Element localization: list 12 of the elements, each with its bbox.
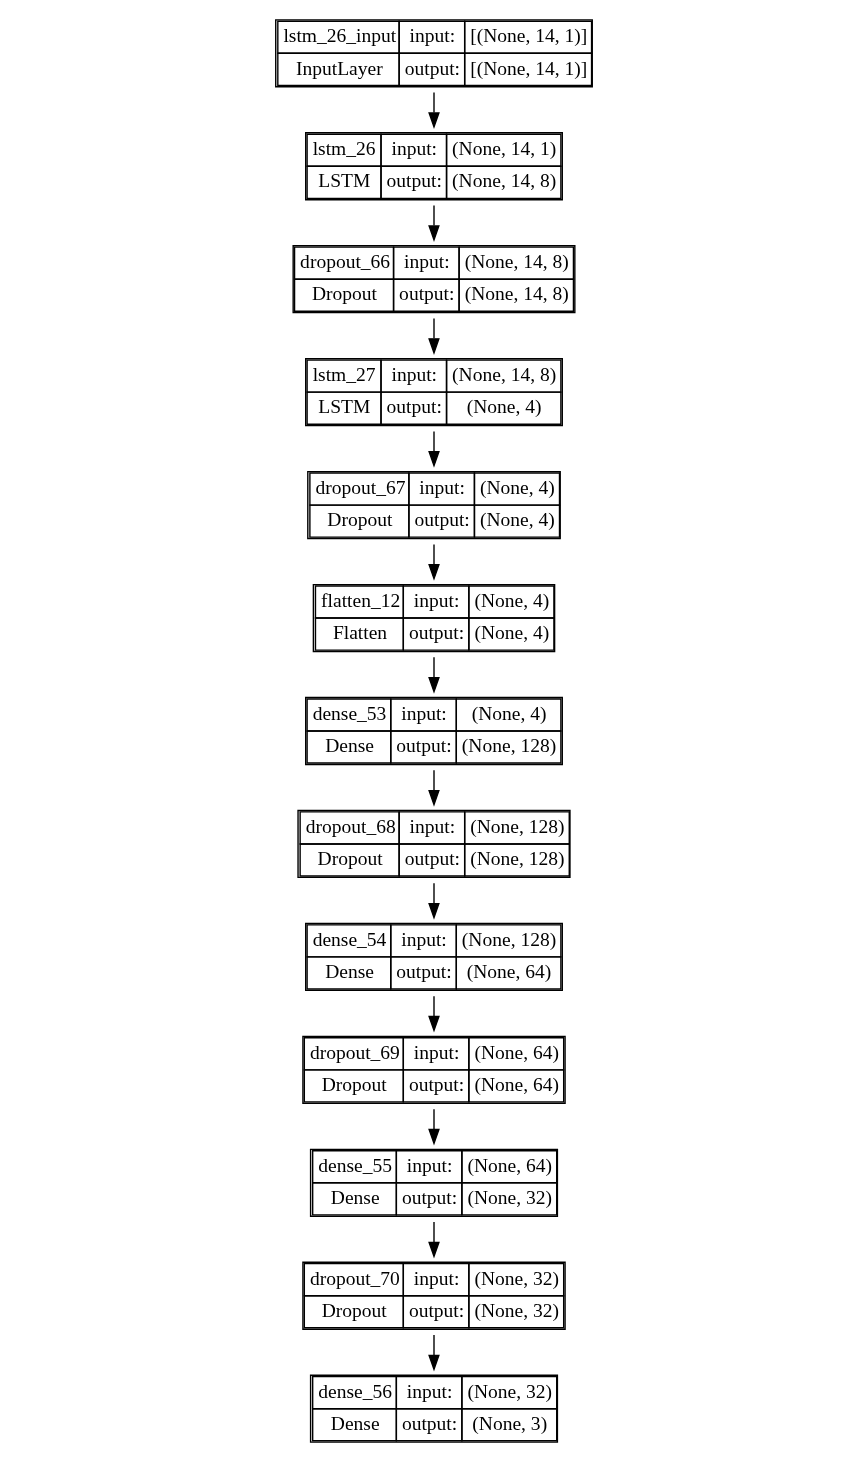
arrow xyxy=(427,995,440,1033)
arrow xyxy=(427,1108,440,1146)
arrow xyxy=(427,204,440,242)
arrow xyxy=(427,1221,440,1259)
arrow xyxy=(427,317,440,355)
arrow xyxy=(427,882,440,920)
arrow xyxy=(427,656,440,694)
arrow xyxy=(427,430,440,468)
arrow xyxy=(427,769,440,807)
arrow xyxy=(427,543,440,581)
arrow xyxy=(427,1334,440,1372)
arrow xyxy=(427,91,440,129)
